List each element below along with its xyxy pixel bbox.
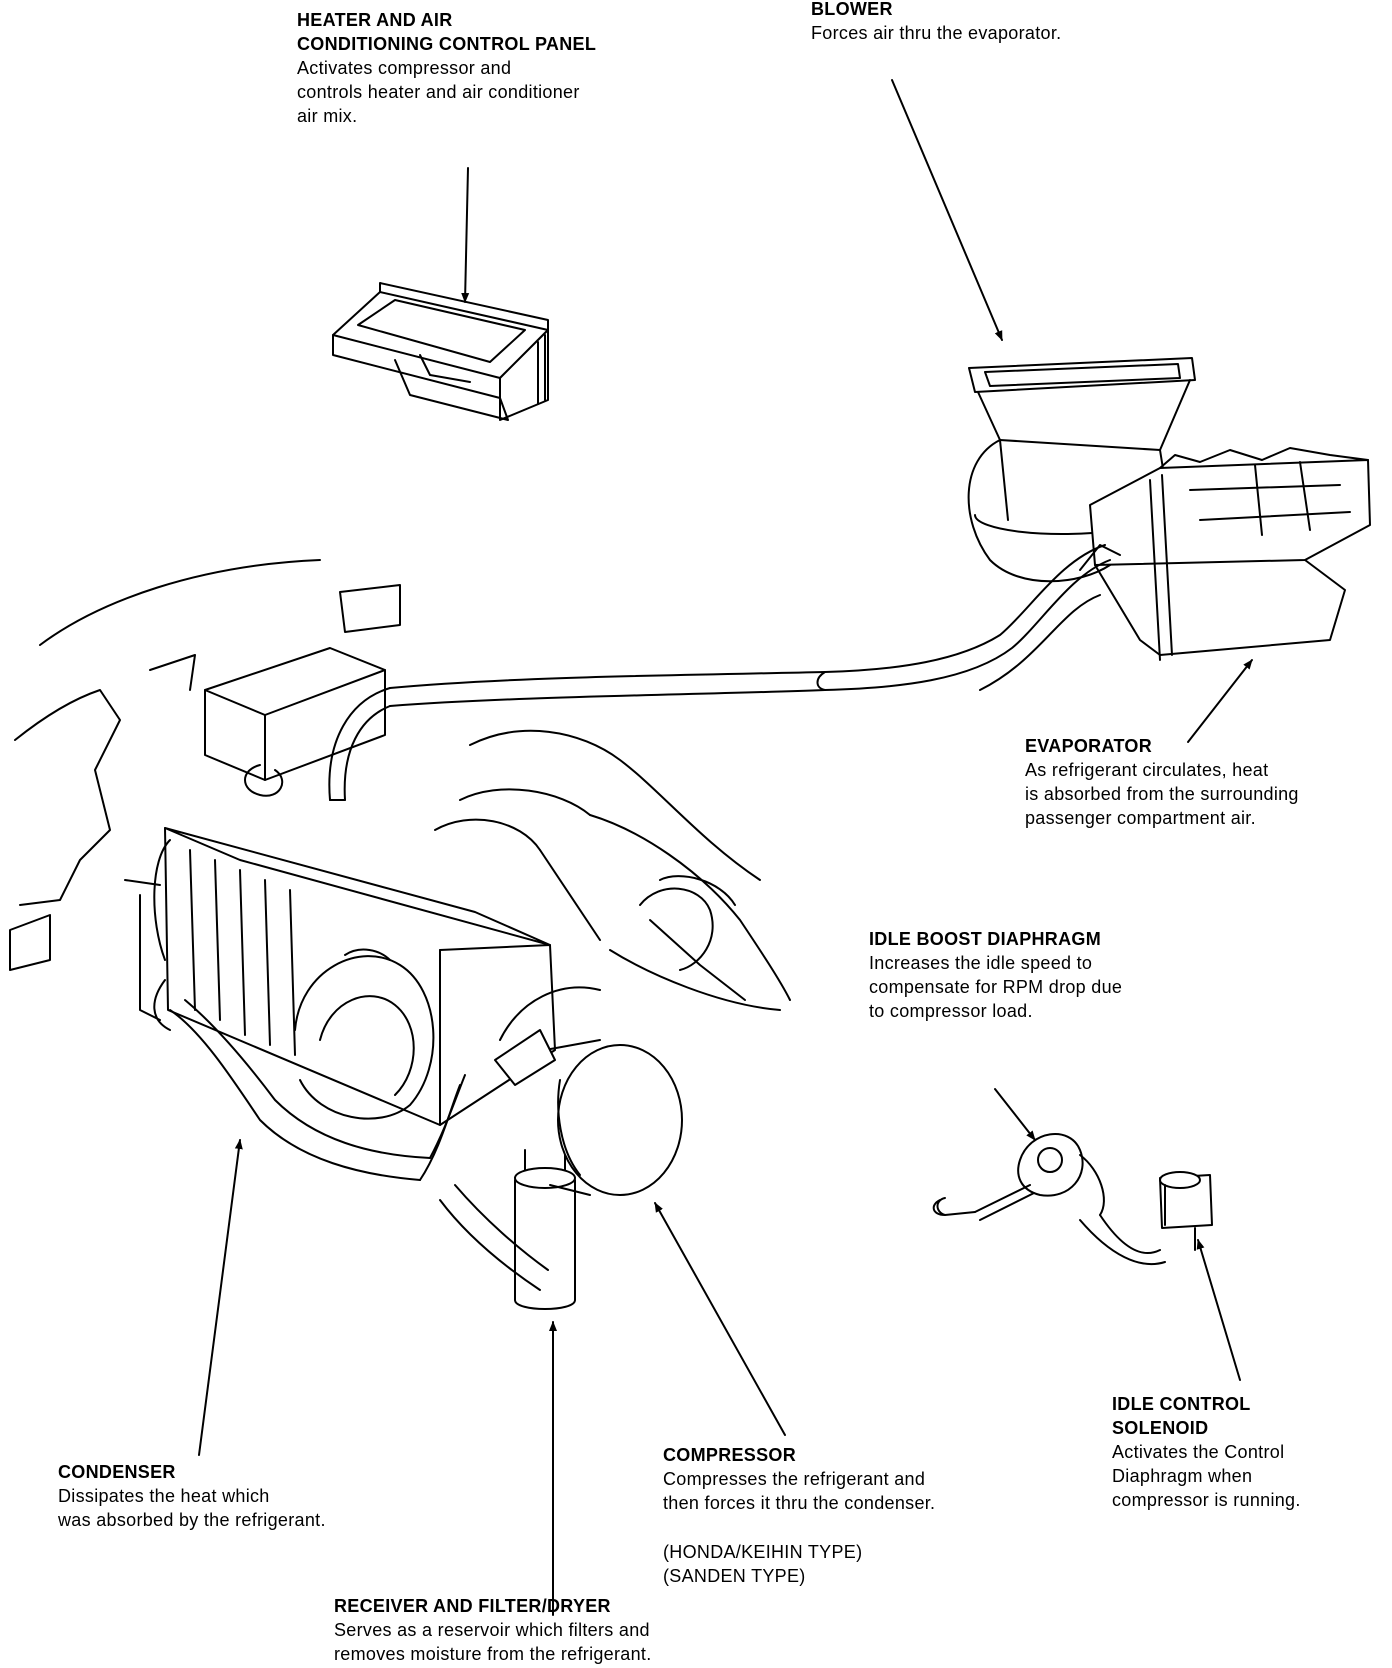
blower-label: BLOWER Forces air thru the evaporator. (811, 0, 1061, 45)
receiver-dryer-illustration (515, 1145, 575, 1309)
idle-control-solenoid-illustration (1080, 1172, 1212, 1264)
idle-boost-desc: Increases the idle speed to compensate f… (869, 953, 1123, 1021)
engine-illustration (435, 731, 790, 1010)
idle-control-label: IDLE CONTROL SOLENOID Activates the Cont… (1112, 1392, 1301, 1512)
evaporator-desc: As refrigerant circulates, heat is absor… (1025, 760, 1299, 828)
idle-boost-label: IDLE BOOST DIAPHRAGM Increases the idle … (869, 927, 1122, 1023)
condenser-hoses (170, 1000, 548, 1290)
evaporator-arrow (1188, 660, 1252, 742)
control-panel-desc: Activates compressor and controls heater… (297, 58, 580, 126)
control-panel-label: HEATER AND AIR CONDITIONING CONTROL PANE… (297, 8, 596, 128)
condenser-arrow (199, 1140, 243, 1455)
idle-boost-title: IDLE BOOST DIAPHRAGM (869, 929, 1102, 949)
receiver-desc: Serves as a reservoir which filters and … (334, 1620, 652, 1664)
compressor-illustration (495, 987, 682, 1195)
evaporator-label: EVAPORATOR As refrigerant circulates, he… (1025, 734, 1299, 830)
control-panel-arrow (461, 168, 470, 302)
compressor-label: COMPRESSOR Compresses the refrigerant an… (663, 1443, 935, 1515)
control-panel-illustration (333, 283, 548, 420)
compressor-type-note: (HONDA/KEIHIN TYPE) (SANDEN TYPE) (663, 1542, 863, 1586)
evaporator-illustration (1090, 448, 1370, 660)
control-panel-title: HEATER AND AIR CONDITIONING CONTROL PANE… (297, 10, 597, 54)
body-structure (10, 560, 400, 970)
idle-control-desc: Activates the Control Diaphragm when com… (1112, 1442, 1301, 1510)
refrigerant-lines (329, 545, 1120, 800)
blower-arrow (892, 80, 1002, 340)
idle-boost-arrow (995, 1089, 1035, 1140)
idle-control-title: IDLE CONTROL SOLENOID (1112, 1394, 1251, 1438)
condenser-desc: Dissipates the heat which was absorbed b… (58, 1486, 326, 1530)
compressor-arrow (655, 1203, 785, 1435)
blower-title: BLOWER (811, 0, 893, 19)
compressor-desc: Compresses the refrigerant and then forc… (663, 1469, 936, 1513)
receiver-title: RECEIVER AND FILTER/DRYER (334, 1596, 611, 1616)
compressor-title: COMPRESSOR (663, 1445, 797, 1465)
fan-illustration (295, 950, 433, 1119)
condenser-title: CONDENSER (58, 1462, 176, 1482)
condenser-label: CONDENSER Dissipates the heat which was … (58, 1460, 326, 1532)
blower-desc: Forces air thru the evaporator. (811, 23, 1062, 43)
evaporator-title: EVAPORATOR (1025, 736, 1153, 756)
receiver-label: RECEIVER AND FILTER/DRYER Serves as a re… (334, 1594, 652, 1666)
idle-control-arrow (1196, 1240, 1240, 1380)
idle-boost-diaphragm-illustration (934, 1134, 1104, 1220)
condenser-illustration (125, 828, 555, 1125)
